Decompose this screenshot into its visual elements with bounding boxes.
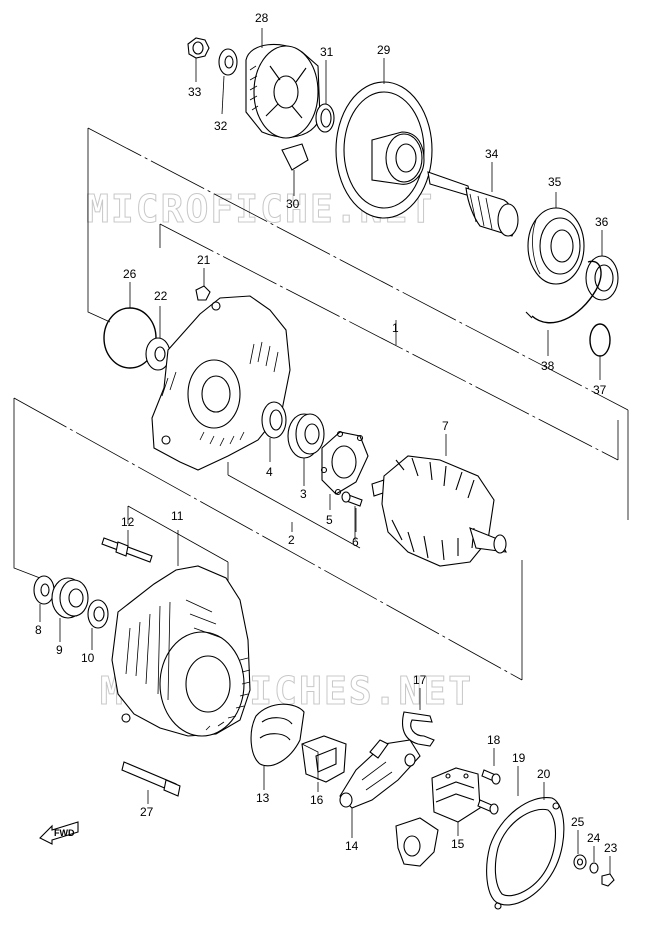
callout-26: 26 [123, 267, 137, 281]
callout-30: 30 [286, 197, 300, 211]
callout-24: 24 [587, 831, 601, 845]
callout-labels: 28 31 29 33 32 30 34 35 36 21 26 22 1 38… [35, 11, 618, 855]
assembly-bracket-2 [13, 397, 523, 681]
callout-9: 9 [56, 643, 63, 657]
part-7-rotor [371, 434, 507, 567]
callout-35: 35 [548, 175, 562, 189]
part-6-screw [341, 491, 363, 532]
callout-11: 11 [171, 509, 184, 523]
part-housing-front [151, 295, 291, 471]
callout-1: 1 [392, 321, 399, 335]
callout-8: 8 [35, 623, 42, 637]
part-27-bolt [121, 761, 181, 804]
part-24-washer [589, 846, 599, 874]
part-3-bearing [287, 413, 325, 486]
callout-38: 38 [541, 359, 555, 373]
callout-22: 22 [154, 289, 168, 303]
part-28-clutch [245, 28, 321, 139]
part-35-bearing [527, 192, 585, 285]
part-4-seal [261, 401, 287, 462]
callout-27: 27 [140, 805, 154, 819]
callout-37: 37 [593, 383, 607, 397]
part-10-seal [87, 599, 109, 650]
callout-31: 31 [320, 45, 334, 59]
callout-6: 6 [352, 535, 359, 549]
part-16-regulator [301, 735, 347, 792]
part-31-ring [315, 60, 335, 133]
part-33-nut [187, 37, 210, 82]
callout-7: 7 [442, 419, 449, 433]
callout-5: 5 [326, 513, 333, 527]
callout-12: 12 [121, 515, 135, 529]
part-32-washer [218, 48, 238, 115]
part-13-brush-cover [250, 703, 305, 790]
part-housing-rear [111, 530, 251, 737]
callout-14: 14 [345, 839, 359, 853]
callout-16: 16 [310, 793, 324, 807]
part-23-nut [601, 856, 615, 887]
callout-18: 18 [487, 733, 501, 747]
part-15-rectifier [431, 767, 481, 836]
part-38-circlip [525, 260, 602, 356]
part-5-plate [320, 430, 369, 510]
part-9-bearing [51, 577, 89, 642]
part-29-gear-disc [335, 58, 433, 219]
callout-29: 29 [377, 43, 391, 57]
part-12-stud [101, 530, 153, 563]
callout-17: 17 [413, 673, 427, 687]
part-terminal-block [395, 817, 439, 867]
callout-10: 10 [81, 651, 95, 665]
callout-34: 34 [485, 147, 499, 161]
callout-21: 21 [197, 253, 211, 267]
part-37-snap-ring [589, 323, 611, 380]
callout-25: 25 [571, 815, 585, 829]
part-20-rear-cover [486, 782, 565, 910]
callout-32: 32 [214, 119, 228, 133]
part-21-nut [195, 268, 211, 301]
assembly-bracket-1 [87, 127, 629, 520]
callout-20: 20 [537, 767, 551, 781]
callout-2: 2 [288, 533, 295, 547]
callout-13: 13 [256, 791, 270, 805]
callout-3: 3 [300, 487, 307, 501]
part-17-cable [401, 688, 435, 747]
callout-23: 23 [604, 841, 618, 855]
fwd-arrow-icon: FWD [39, 821, 79, 845]
callout-4: 4 [266, 465, 273, 479]
part-36-seal [585, 230, 619, 301]
part-8-washer [33, 575, 55, 622]
part-19-screw [477, 766, 519, 815]
callout-15: 15 [451, 837, 465, 851]
part-25-washer [573, 830, 587, 870]
callout-28: 28 [255, 11, 269, 25]
part-14-brush-holder [339, 739, 421, 838]
callout-33: 33 [188, 85, 202, 99]
part-34-shaft [427, 162, 519, 237]
part-30-roller [281, 143, 309, 196]
callout-19: 19 [512, 751, 526, 765]
callout-36: 36 [595, 215, 609, 229]
part-18-screw [481, 748, 501, 785]
fwd-label: FWD [54, 828, 75, 838]
